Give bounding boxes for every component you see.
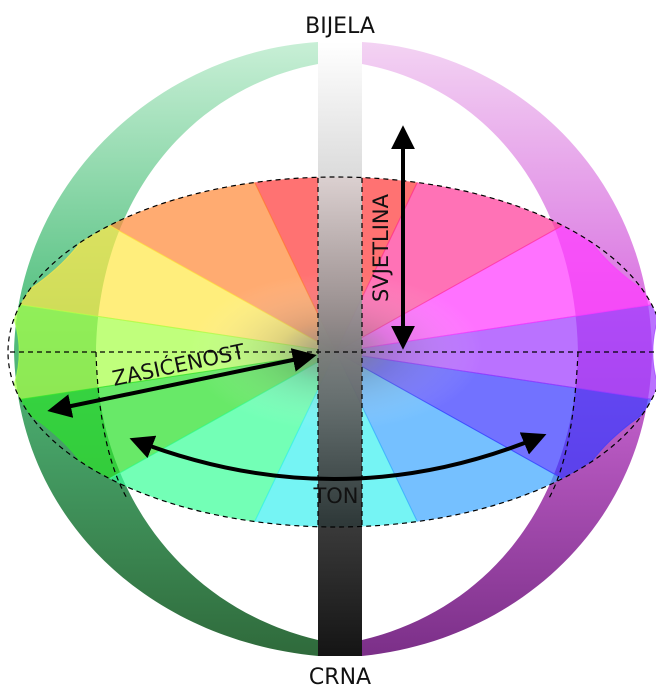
right-shell [362, 42, 652, 656]
black-label: CRNA [309, 665, 371, 689]
lightness-label: SVJETLINA [369, 193, 393, 302]
left-shell [14, 42, 318, 656]
hue-label: TON [312, 484, 358, 508]
white-label: BIJELA [305, 14, 375, 39]
lightness-axis-bar [318, 42, 362, 656]
saturation-arrow [47, 348, 317, 418]
hue-arrow [129, 432, 547, 482]
